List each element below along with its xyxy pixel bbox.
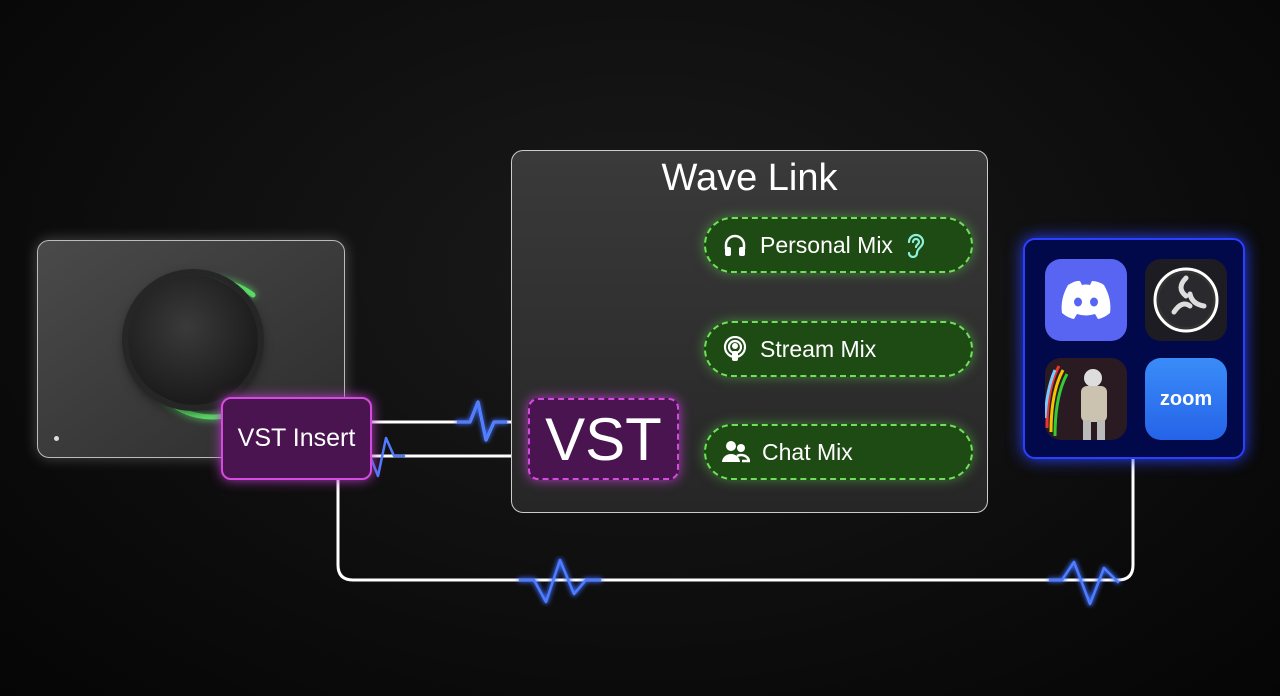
wave-link-panel: Wave Link Personal Mix Stream Mix Chat M… — [511, 150, 988, 513]
chat-mix-label: Chat Mix — [762, 438, 853, 465]
obs-icon[interactable] — [1145, 259, 1227, 341]
personal-mix-pill[interactable]: Personal Mix — [704, 217, 973, 273]
ear-icon — [907, 233, 925, 258]
stream-mix-pill[interactable]: Stream Mix — [704, 321, 973, 377]
vst-insert-label: VST Insert — [237, 424, 356, 452]
zoom-icon[interactable]: zoom — [1145, 358, 1227, 440]
vst-label: VST — [545, 405, 662, 473]
game-icon[interactable] — [1045, 358, 1127, 440]
volume-knob[interactable] — [128, 275, 258, 405]
people-icon — [722, 441, 750, 463]
apps-panel: zoom — [1023, 238, 1245, 459]
personal-mix-label: Personal Mix — [760, 231, 893, 258]
wave-link-title: Wave Link — [661, 157, 838, 199]
wire-insert-to-apps — [336, 457, 1135, 582]
headphones-icon — [724, 234, 746, 256]
zoom-label: zoom — [1159, 387, 1213, 410]
podcast-icon — [723, 336, 747, 361]
chat-mix-pill[interactable]: Chat Mix — [704, 424, 973, 480]
discord-icon[interactable] — [1045, 259, 1127, 341]
vst-insert-box: VST Insert — [221, 397, 372, 480]
status-led — [54, 436, 59, 441]
stream-mix-label: Stream Mix — [760, 335, 877, 362]
vst-box: VST — [528, 398, 679, 480]
